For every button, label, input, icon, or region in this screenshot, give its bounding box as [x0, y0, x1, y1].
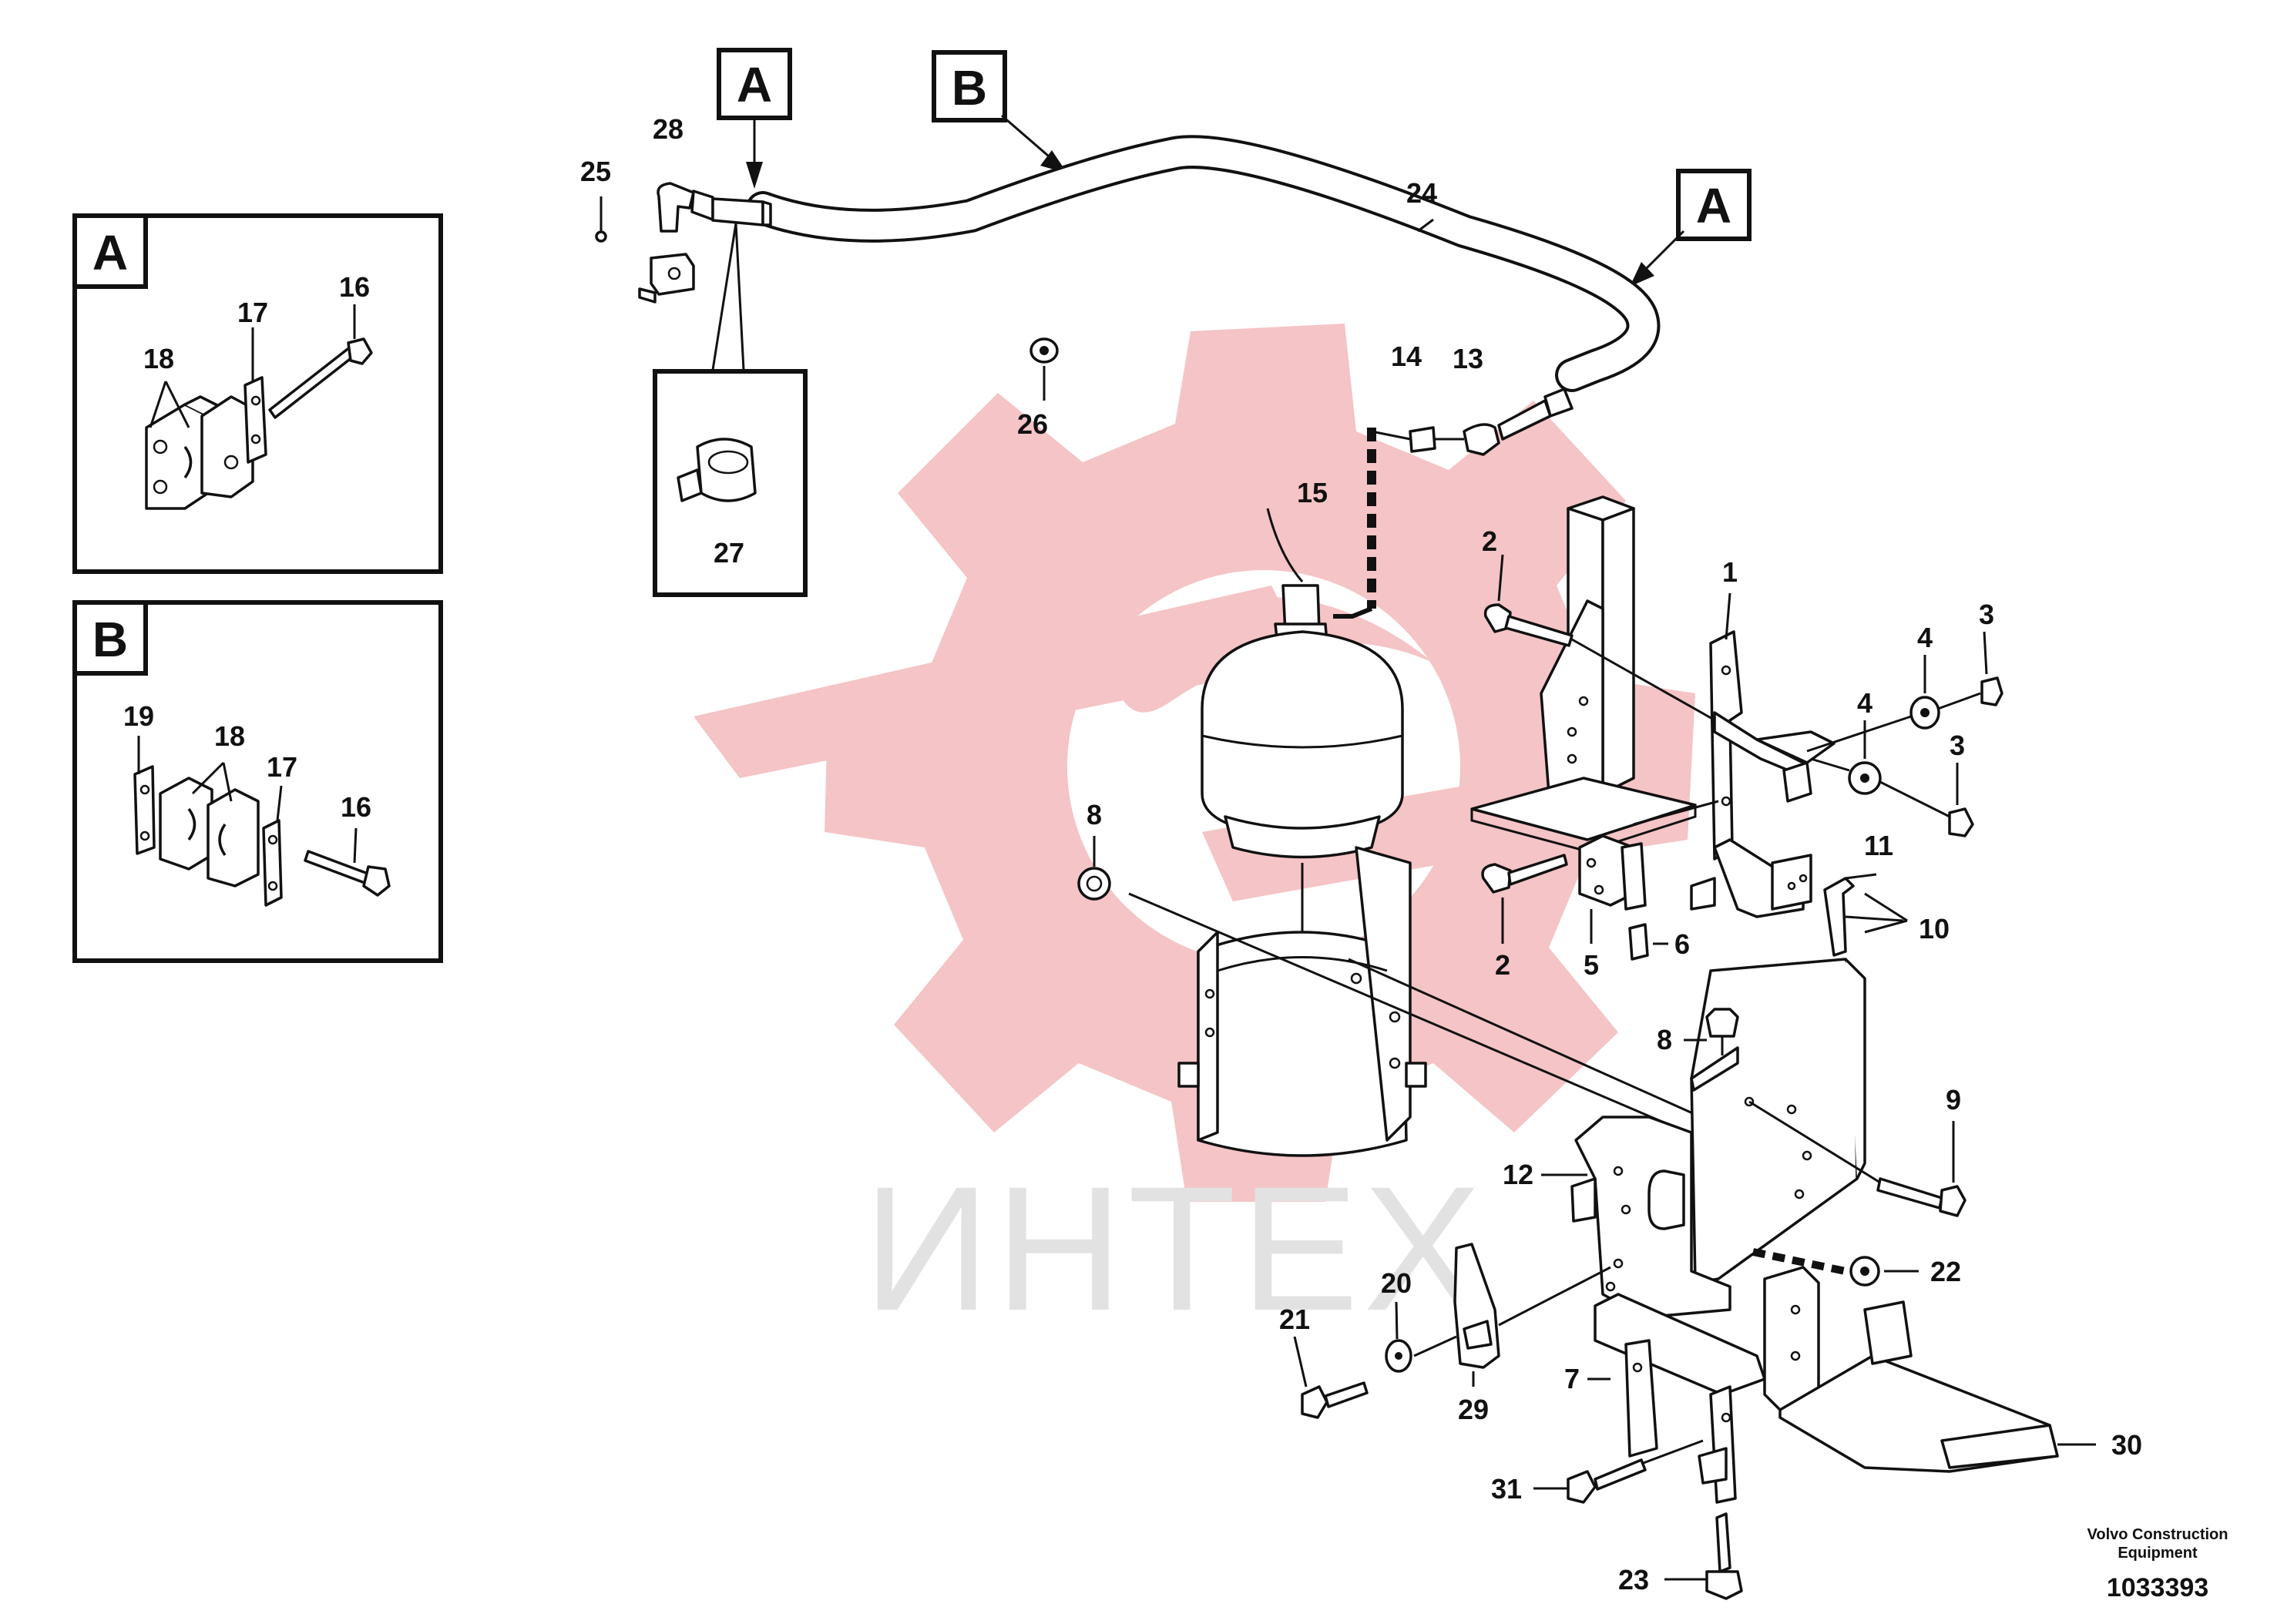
view-marker-a-right: A — [1630, 169, 1752, 287]
washer-20 — [1385, 1301, 1457, 1373]
watermark-arrow — [694, 586, 1310, 778]
callout-label: 30 — [2111, 1429, 2142, 1461]
callout-label: 27 — [714, 537, 744, 569]
bolt-2-lower — [1481, 854, 1568, 944]
leader-line — [1348, 958, 1719, 1126]
callout-label: 23 — [1618, 1564, 1649, 1595]
bracket-1 — [1690, 592, 1836, 918]
bolt-head — [362, 865, 391, 897]
callout-label: 2 — [1495, 949, 1510, 981]
detail-view-a-tag — [72, 213, 148, 289]
hose-24 — [746, 135, 1661, 392]
bracket-5 — [1578, 800, 1719, 961]
callout-label: 20 — [1381, 1267, 1412, 1299]
bolt-23 — [1664, 1512, 1743, 1600]
callout-label: 26 — [1017, 408, 1048, 440]
clamp-halves — [145, 395, 254, 510]
callout-label: 9 — [1946, 1084, 1961, 1116]
callout-label: 4 — [1917, 622, 1933, 653]
callout-labels: 28 25 24 26 14 13 15 2 1 4 3 4 3 8 2 5 6… — [580, 113, 2142, 1595]
callout-label: 19 — [123, 700, 154, 732]
bolt-21 — [1293, 1336, 1369, 1419]
view-marker-label: A — [737, 57, 772, 112]
clamp-plate — [262, 819, 283, 907]
view-marker-b: B — [932, 50, 1067, 173]
callout-label: 10 — [1919, 913, 1950, 945]
callout-label: 13 — [1453, 343, 1483, 374]
callout-label: 8 — [1087, 799, 1102, 830]
callout-label: 3 — [1979, 599, 1994, 630]
fittings-13-14 — [1371, 388, 1574, 456]
detail-view-b-title: B — [92, 612, 128, 667]
callout-label: 15 — [1297, 477, 1328, 508]
callout-label: 22 — [1930, 1256, 1961, 1287]
pin-6-lower — [1628, 923, 1649, 961]
callout-label: 4 — [1857, 687, 1872, 719]
callout-label: 8 — [1657, 1024, 1672, 1055]
hardware-3-4 — [1806, 631, 2003, 837]
callout-label: 7 — [1564, 1363, 1580, 1394]
callout-label: 12 — [1503, 1159, 1533, 1190]
callout-label: 2 — [1482, 525, 1497, 557]
callout-label: 16 — [341, 791, 371, 823]
detail-view-a-title: A — [92, 225, 128, 280]
support-post — [1470, 495, 1697, 853]
mounting-block — [638, 253, 695, 304]
callout-label: 6 — [1674, 928, 1690, 960]
callout-label: 17 — [237, 297, 268, 328]
clip-10-11 — [1823, 873, 1908, 957]
callout-label: 21 — [1279, 1304, 1310, 1335]
plate-30 — [1763, 1266, 2096, 1473]
washer-26 — [1029, 337, 1059, 401]
view-marker-label: A — [1696, 178, 1731, 233]
washer-8-left — [1077, 836, 1111, 901]
watermark-text: ИНТЕХ — [863, 1149, 1486, 1347]
washer-22 — [1752, 1248, 1919, 1287]
publisher-credit: Volvo Construction Equipment 1033393 — [2087, 1526, 2229, 1602]
accumulator-15 — [1201, 508, 1404, 940]
nut-3-upper — [1980, 676, 2003, 706]
elbow-13 — [1463, 423, 1500, 456]
callout-label: 29 — [1458, 1394, 1489, 1425]
callout-label: 24 — [1406, 177, 1437, 209]
credit-line-2: Equipment — [2118, 1545, 2198, 1562]
sleeve — [711, 197, 764, 226]
callout-label: 1 — [1722, 556, 1738, 588]
handle-29 — [1453, 1243, 1611, 1387]
leader-line — [1128, 892, 1742, 1157]
elbow-fitting-28 — [657, 182, 772, 233]
callout-label: 17 — [267, 751, 297, 783]
nut-14 — [1409, 426, 1436, 453]
bolt-8-right — [1684, 1008, 1739, 1055]
callout-label: 18 — [143, 343, 174, 374]
callout-label: 28 — [653, 113, 683, 145]
nut-3-lower — [1948, 807, 1974, 837]
callout-label: 3 — [1950, 730, 1965, 761]
document-number: 1033393 — [2107, 1573, 2208, 1602]
callout-label: 31 — [1491, 1473, 1522, 1505]
bolt-head — [347, 337, 373, 365]
mounting-plate — [1570, 958, 1866, 1319]
view-marker-label: B — [952, 60, 987, 116]
detail-view-b-tag — [72, 600, 148, 676]
callout-label: 16 — [339, 271, 370, 303]
bolt-31 — [1533, 1439, 1704, 1504]
callout-label: 18 — [214, 720, 245, 752]
callout-label: 14 — [1391, 341, 1422, 372]
callout-label: 11 — [1864, 830, 1893, 861]
pin-25 — [595, 196, 607, 243]
clamp-plate — [244, 376, 267, 464]
pin-6 — [1621, 842, 1647, 911]
callout-label: 5 — [1584, 949, 1599, 981]
detail-view-27: 27 — [653, 223, 808, 597]
callout-label: 25 — [580, 156, 611, 187]
bolt-9 — [1748, 1100, 1967, 1217]
accumulator-clamp — [1177, 846, 1427, 1157]
detail-view-b: B 19 18 17 16 — [72, 600, 443, 963]
watermark-logo: ИНТЕХ — [694, 324, 1695, 1347]
view-marker-a-left: A — [717, 48, 792, 189]
credit-line-1: Volvo Construction — [2087, 1526, 2229, 1543]
detail-view-a: A 18 17 16 — [72, 213, 443, 574]
